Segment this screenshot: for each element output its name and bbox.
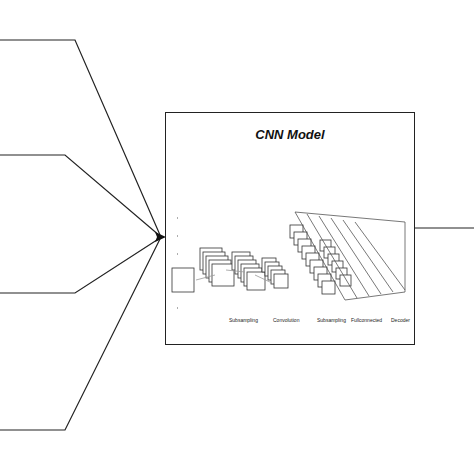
layer-label: Subsampling (228, 318, 259, 323)
feature-map (172, 268, 194, 292)
feature-map (340, 275, 351, 286)
input-line (0, 155, 160, 236)
input-line (0, 40, 160, 235)
layer-line (177, 236, 178, 237)
layer-label: Convolution (272, 318, 300, 323)
layer-line (177, 308, 178, 309)
layer-line (295, 212, 345, 300)
layer-line (345, 292, 405, 300)
layer-line (307, 214, 357, 298)
layer-line (226, 270, 245, 272)
input-lines (0, 40, 474, 430)
layer-label: Decoder (390, 318, 411, 323)
layer-line (196, 275, 215, 280)
feature-map (274, 274, 288, 288)
model-box: CNN Model (165, 112, 415, 345)
layer-line (355, 222, 405, 290)
feature-map (212, 264, 234, 286)
output-line (415, 227, 474, 228)
layer-line (319, 216, 369, 296)
layer-label: Fullconnected (350, 318, 383, 323)
box-title: CNN Model (166, 127, 414, 142)
layer-line (255, 275, 272, 283)
feature-map (247, 272, 265, 290)
layer-label: Subsampling (316, 318, 347, 323)
feature-map (322, 281, 335, 294)
input-line (0, 238, 160, 293)
layer-line (295, 212, 405, 222)
layer-line (177, 254, 178, 255)
layer-line (177, 218, 178, 219)
input-line (0, 239, 160, 430)
cnn-illustration (172, 212, 405, 308)
layer-line (405, 222, 406, 292)
layer-line (331, 218, 381, 294)
layer-line (343, 220, 393, 292)
